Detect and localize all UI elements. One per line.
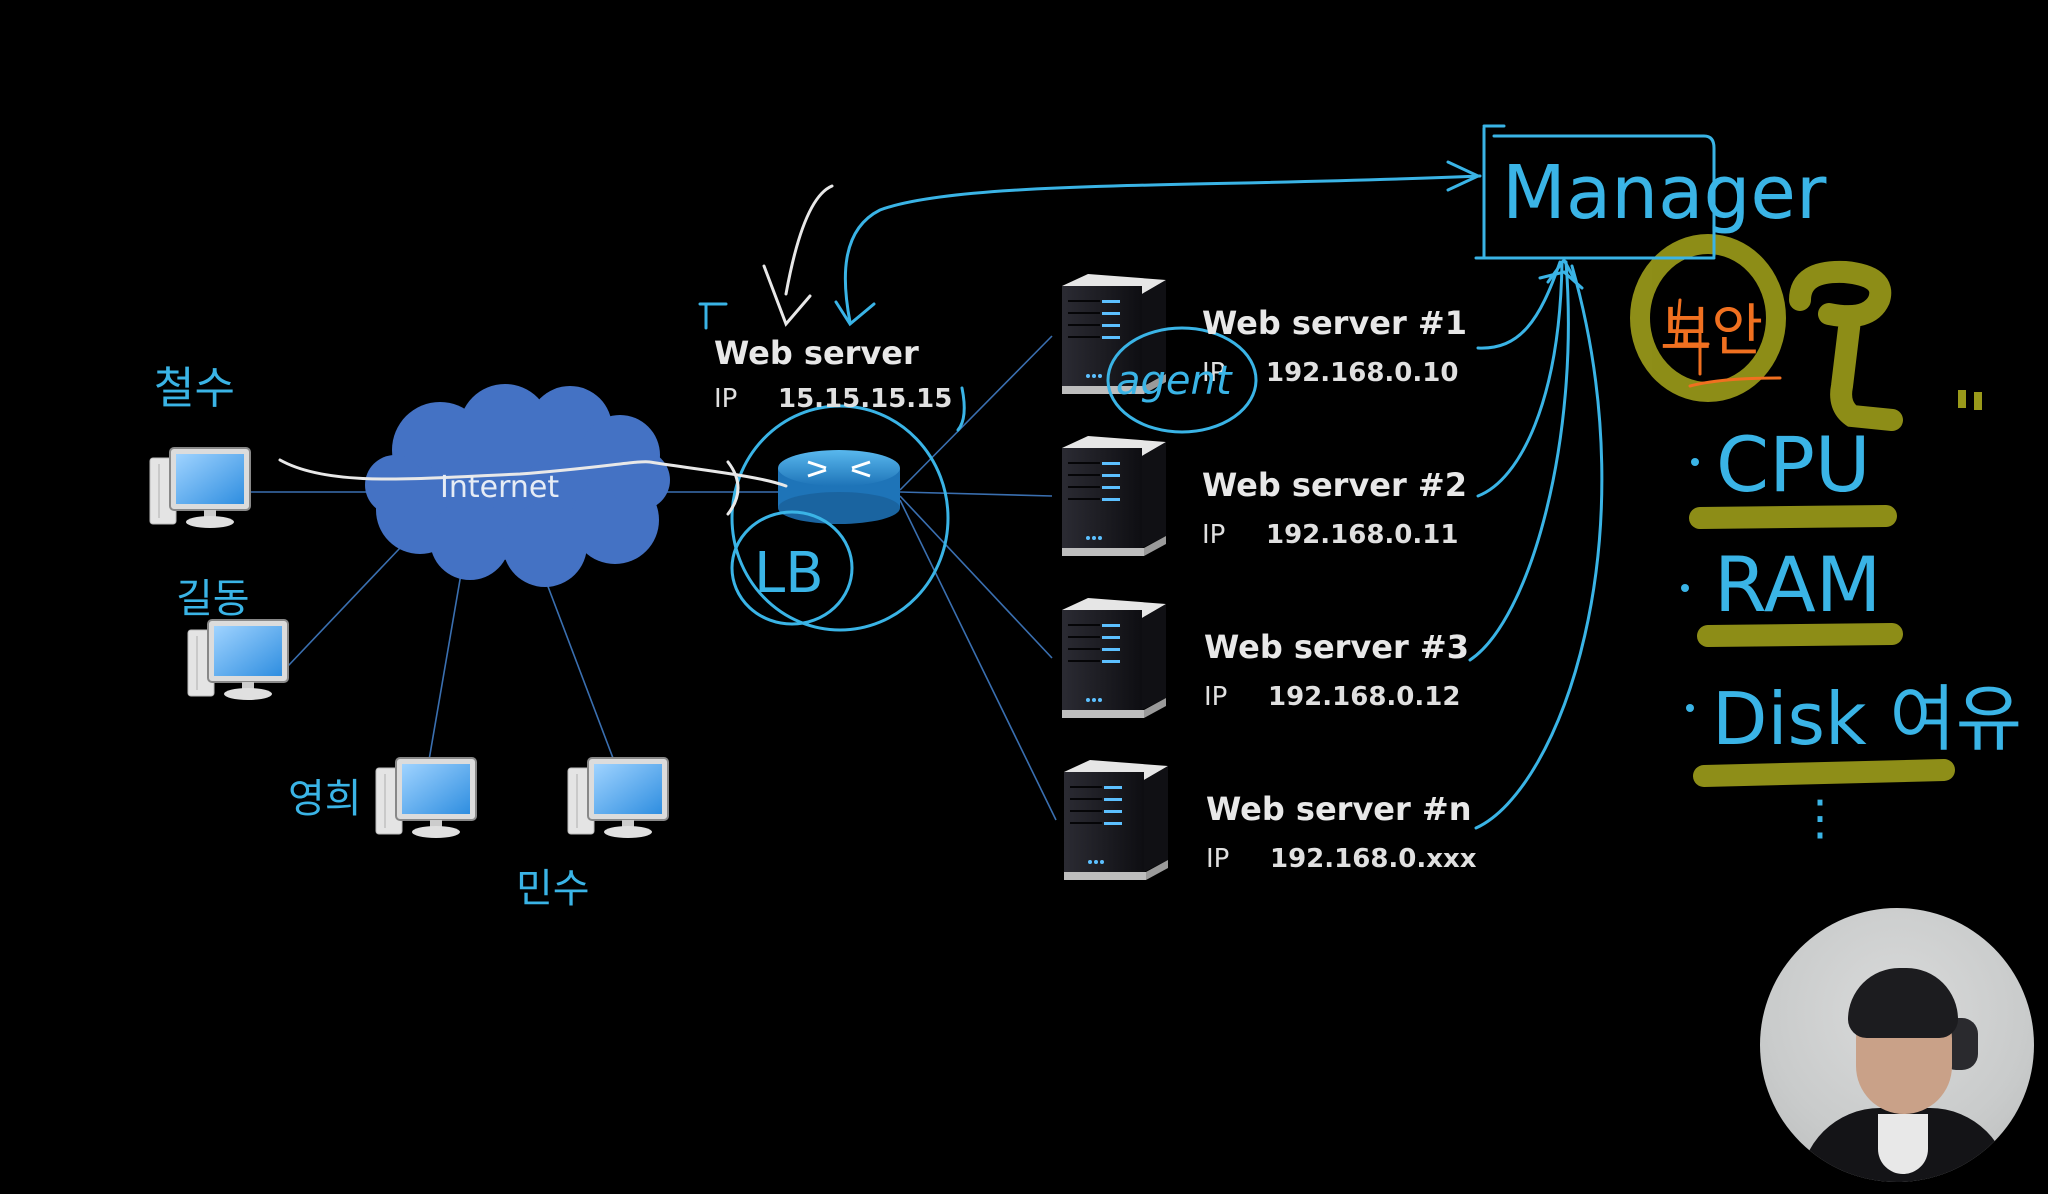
router-icon xyxy=(778,450,900,524)
ip-key: IP xyxy=(714,384,738,414)
gateway-ip: IP 15.15.15.15 xyxy=(714,384,952,414)
server-title-2: Web server #2 xyxy=(1202,466,1467,504)
ip-key: IP xyxy=(1206,844,1230,874)
svg-text:LB: LB xyxy=(754,541,824,606)
security-note: 보안 xyxy=(1660,299,1764,364)
metric-cpu: CPU xyxy=(1716,420,1871,509)
cloud-label: Internet xyxy=(440,470,560,505)
ip-value: 192.168.0.11 xyxy=(1266,520,1459,550)
server-icon-3 xyxy=(1061,597,1167,719)
ip-key: IP xyxy=(1202,358,1226,388)
network-links xyxy=(246,335,1057,821)
metric-ram: RAM xyxy=(1714,540,1882,629)
server-icon-4 xyxy=(1063,759,1169,881)
gateway-title: Web server xyxy=(714,334,919,372)
client-annotation-3: 영희 xyxy=(288,776,362,822)
server-icon-2 xyxy=(1061,435,1167,557)
ip-value: 15.15.15.15 xyxy=(778,384,953,414)
server-ip-3: IP 192.168.0.12 xyxy=(1204,682,1460,712)
agent-annotation: agent xyxy=(1116,358,1232,404)
manager-label: Manager xyxy=(1502,150,1827,236)
highlighter-quote-marks xyxy=(1958,390,1982,410)
client-annotation-4: 민수 xyxy=(516,866,590,912)
presenter-webcam xyxy=(1760,908,2034,1182)
client-pc-icon-4 xyxy=(567,757,669,839)
client-pc-icon-2 xyxy=(187,619,289,701)
client-annotation-2: 길동 xyxy=(176,576,250,622)
pen-annotations-white xyxy=(278,184,834,516)
server-title-3: Web server #3 xyxy=(1204,628,1469,666)
server-ip-4: IP 192.168.0.xxx xyxy=(1206,844,1477,874)
presenter-shirt xyxy=(1878,1114,1928,1174)
ip-value: 192.168.0.xxx xyxy=(1270,844,1477,874)
internet-cloud-icon xyxy=(365,384,670,587)
pen-annotations-blue: LB xyxy=(698,124,1716,830)
bullet-dots xyxy=(1681,458,1699,712)
client-pc-icon-1 xyxy=(149,447,251,529)
ip-value: 192.168.0.12 xyxy=(1268,682,1461,712)
client-pc-icon-3 xyxy=(375,757,477,839)
metric-disk: Disk 여유 xyxy=(1712,677,2023,761)
ip-key: IP xyxy=(1204,682,1228,712)
ip-key: IP xyxy=(1202,520,1226,550)
server-ip-1: IP 192.168.0.10 xyxy=(1202,358,1458,388)
highlighter-marks xyxy=(1630,234,1955,787)
server-ip-2: IP 192.168.0.11 xyxy=(1202,520,1458,550)
ip-value: 192.168.0.10 xyxy=(1266,358,1459,388)
server-title-1: Web server #1 xyxy=(1202,304,1467,342)
presenter-hair xyxy=(1848,968,1958,1038)
list-ellipsis: ⋮ xyxy=(1796,790,1844,846)
pen-annotations-orange xyxy=(1674,298,1782,388)
server-title-4: Web server #n xyxy=(1206,790,1472,828)
client-annotation-1: 철수 xyxy=(154,363,235,414)
